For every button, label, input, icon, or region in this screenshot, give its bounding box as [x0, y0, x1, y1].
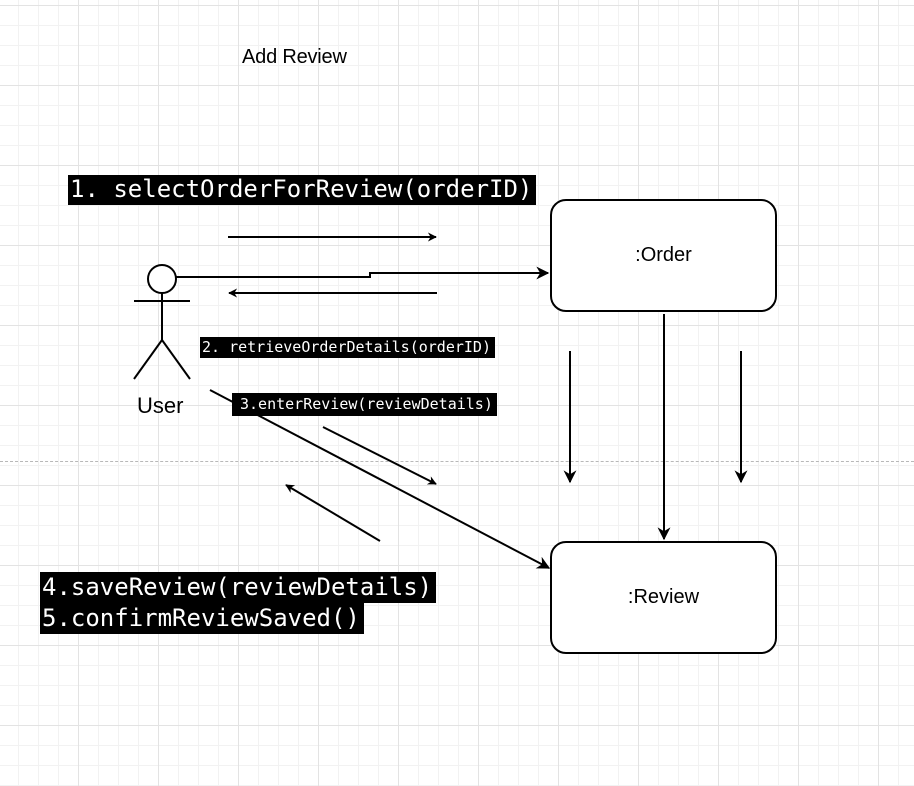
order-object-label: :Order: [635, 244, 692, 266]
message-1-label[interactable]: 1. selectOrderForReview(orderID): [68, 175, 537, 205]
order-object-box[interactable]: :Order: [550, 199, 777, 312]
message-3-arrow[interactable]: [322, 426, 437, 485]
page-break-divider: [0, 461, 914, 462]
association-user-review[interactable]: [209, 389, 551, 569]
message-5-return-arrow[interactable]: [285, 484, 381, 542]
message-5-label: 5.confirmReviewSaved(): [40, 603, 364, 634]
user-actor[interactable]: [133, 264, 191, 380]
user-actor-right-leg: [161, 339, 191, 380]
review-object-box[interactable]: :Review: [550, 541, 777, 654]
user-actor-left-leg: [133, 339, 163, 380]
user-actor-head: [147, 264, 177, 294]
message-4-5-label[interactable]: 4.saveReview(reviewDetails)5.confirmRevi…: [40, 572, 437, 634]
association-user-order[interactable]: [176, 266, 550, 280]
message-4-label: 4.saveReview(reviewDetails): [40, 572, 437, 603]
message-3-label[interactable]: 3.enterReview(reviewDetails): [232, 393, 497, 417]
diagram-title: Add Review: [242, 46, 347, 68]
review-object-label: :Review: [627, 586, 700, 608]
message-2-label[interactable]: 2. retrieveOrderDetails(orderID): [200, 337, 495, 359]
user-actor-label: User: [137, 393, 184, 418]
